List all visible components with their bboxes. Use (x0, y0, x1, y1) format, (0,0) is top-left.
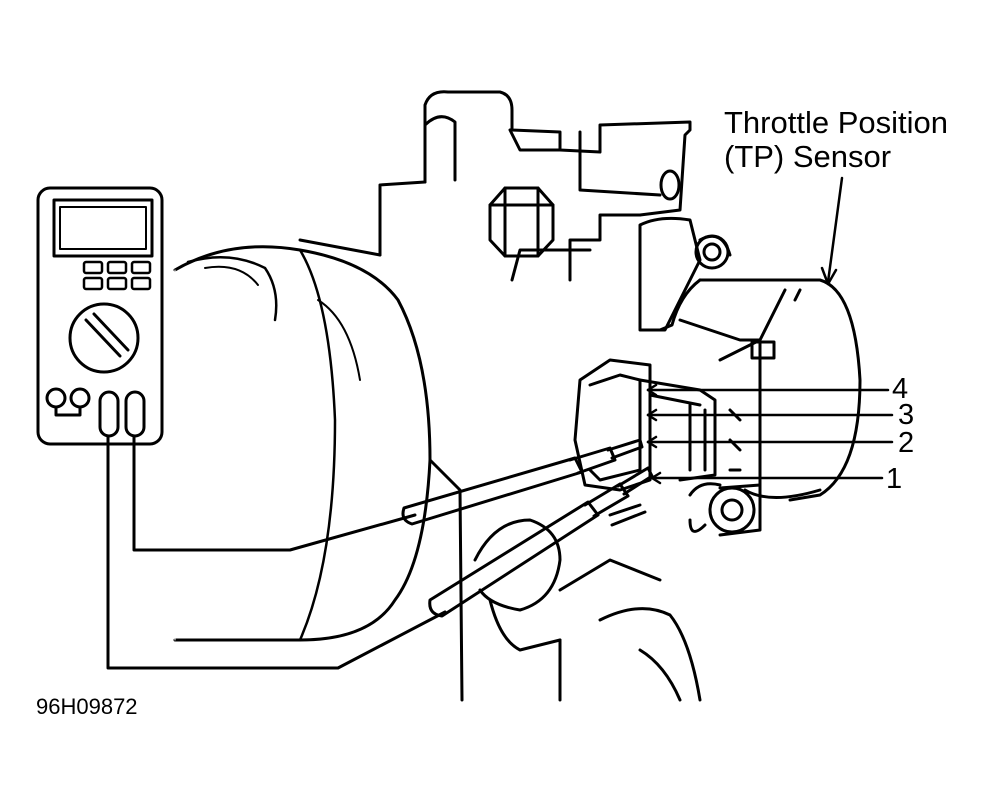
pin-label-2: 2 (898, 427, 915, 459)
engine-lower-contour (430, 460, 700, 700)
selector-dial (70, 304, 138, 372)
meter-display (54, 200, 152, 256)
bolt-icon (490, 188, 553, 256)
pin-label-3: 3 (898, 399, 915, 431)
air-intake-duct (175, 247, 430, 640)
tp-sensor-leader-arrow (822, 268, 836, 284)
meter-buttons (84, 262, 150, 289)
meter-jacks (47, 389, 144, 436)
pin-label-1: 1 (886, 463, 903, 495)
sensor-bracket (640, 218, 730, 330)
tp-sensor-leader-line (828, 178, 842, 282)
pin-leader-lines (648, 385, 892, 483)
tp-sensor-callout: Throttle Position (TP) Sensor (724, 106, 948, 174)
callout-line-2: (TP) Sensor (724, 139, 892, 174)
multimeter (38, 188, 162, 444)
test-lead-wires (108, 436, 445, 668)
lower-bolt-icon (690, 484, 760, 535)
figure-id: 96H09872 (36, 694, 138, 719)
tp-sensor-body (660, 280, 860, 500)
pin-label-4: 4 (892, 373, 909, 405)
test-probe-upper (403, 440, 642, 524)
test-probe-lower (430, 468, 652, 616)
throttle-body-housing (300, 92, 690, 280)
sensor-connector (575, 360, 740, 490)
callout-line-1: Throttle Position (724, 105, 948, 140)
